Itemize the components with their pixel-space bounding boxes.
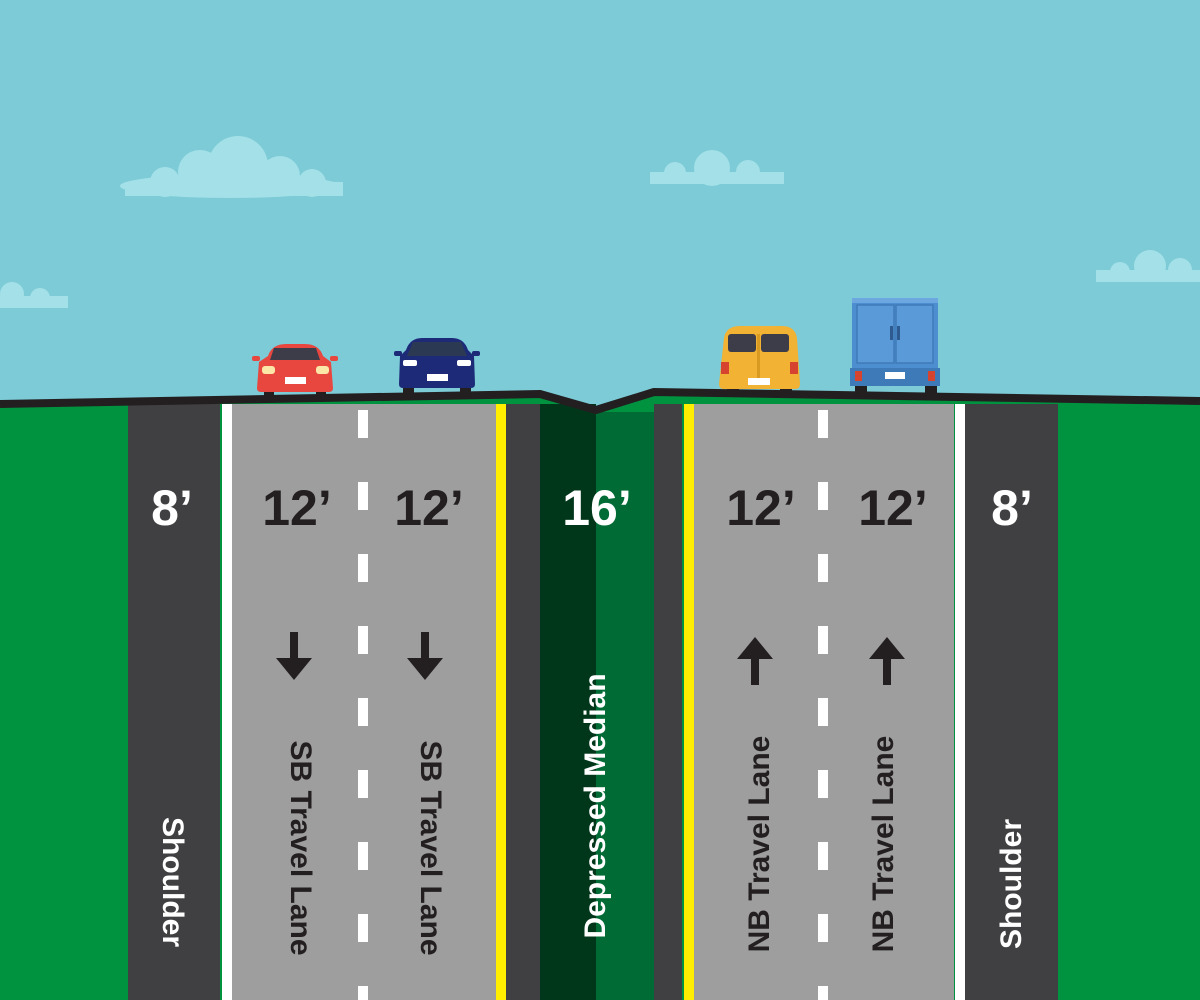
sb-lane-1-label: SB Travel Lane [284, 740, 317, 956]
nb-shoulder-label: Shoulder [995, 818, 1028, 950]
nb-yellow-edge-line [684, 404, 694, 1000]
sb-shoulder-label: Shoulder [156, 816, 189, 948]
sb-lane-2-label: SB Travel Lane [414, 740, 447, 956]
median-label: Depressed Median [579, 673, 612, 939]
cloud-icon [120, 136, 343, 198]
sb-lane-2-width: 12’ [394, 480, 464, 536]
red-car-icon [252, 344, 338, 398]
nb-shoulder-width: 8’ [991, 480, 1033, 536]
down-arrow-icon [276, 632, 312, 680]
nb-shoulder-surface [965, 404, 1058, 1000]
nb-lane-2-label: NB Travel Lane [867, 735, 900, 953]
up-arrow-icon [737, 637, 773, 685]
up-arrow-icon [869, 637, 905, 685]
nb-lane-1-width: 12’ [726, 480, 796, 536]
ground-profile-line [0, 388, 1200, 414]
median-surface-right [596, 412, 654, 1000]
cloud-icon [0, 282, 68, 308]
median-surface-left [540, 404, 596, 1000]
sb-shoulder-width: 8’ [151, 480, 193, 536]
sb-yellow-edge-line [496, 404, 506, 1000]
blue-truck-icon [850, 298, 940, 398]
nb-lane-1-label: NB Travel Lane [743, 735, 776, 953]
yellow-van-icon [719, 326, 800, 396]
cloud-icon [650, 150, 784, 186]
down-arrow-icon [407, 632, 443, 680]
cloud-icon [1096, 250, 1200, 282]
blue-car-icon [394, 338, 480, 396]
sb-shoulder-surface [128, 404, 220, 1000]
median-width: 16’ [562, 480, 632, 536]
sb-lane-1-width: 12’ [262, 480, 332, 536]
nb-lane-2-width: 12’ [858, 480, 928, 536]
